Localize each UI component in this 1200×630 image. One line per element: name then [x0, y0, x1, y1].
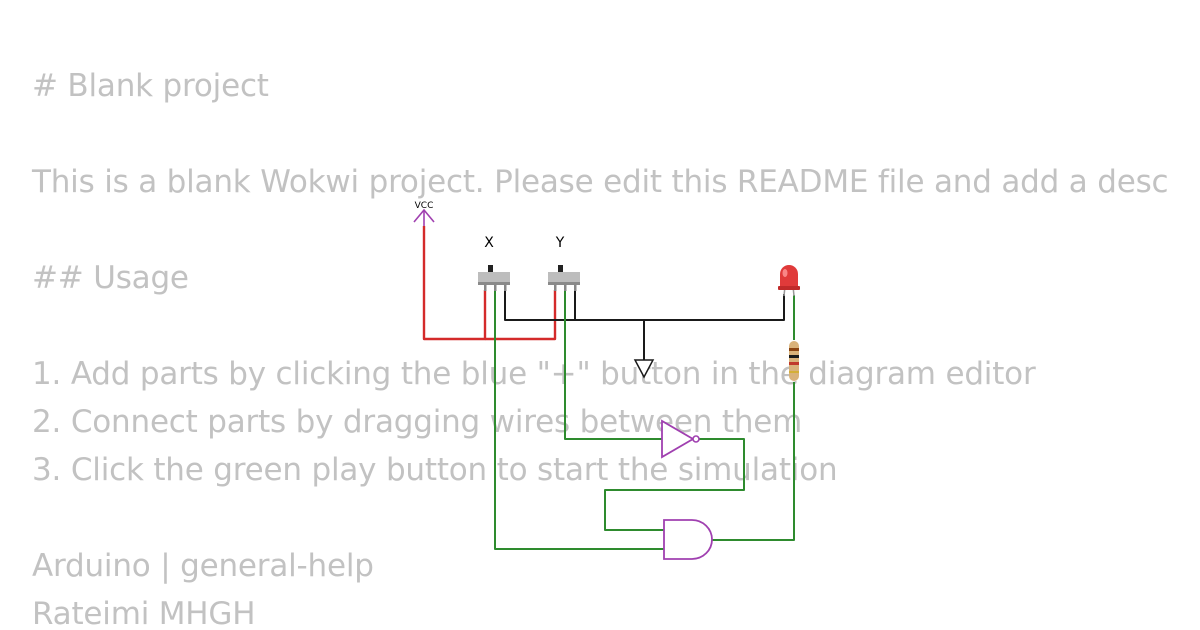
power-wire[interactable] — [422, 226, 557, 341]
resistor-icon[interactable] — [789, 341, 799, 381]
switch-y-label: Y — [555, 235, 565, 251]
readme-step-3: 3. Click the green play button to start … — [32, 452, 838, 488]
vcc-label: VCC — [415, 201, 434, 211]
readme-panel: # Blank project This is a blank Wokwi pr… — [32, 68, 1168, 630]
readme-author: Rateimi MHGH — [32, 596, 256, 630]
readme-intro: This is a blank Wokwi project. Please ed… — [32, 164, 1168, 200]
and-gate-icon[interactable] — [663, 519, 713, 560]
ground-wire[interactable] — [504, 290, 785, 360]
switch-x[interactable]: X — [478, 235, 510, 291]
signal-wire[interactable] — [494, 290, 795, 550]
led-icon[interactable] — [778, 265, 800, 297]
readme-step-1: 1. Add parts by clicking the blue "+" bu… — [32, 356, 1036, 392]
switch-y[interactable]: Y — [548, 235, 580, 291]
readme-heading: # Blank project — [32, 68, 269, 104]
ground-symbol-icon[interactable] — [633, 359, 655, 379]
readme-tags: Arduino | general-help — [32, 548, 374, 584]
vcc-arrow-icon[interactable]: VCC — [413, 201, 435, 230]
not-gate-icon[interactable] — [661, 419, 700, 459]
switch-x-label: X — [484, 235, 494, 251]
readme-usage-heading: ## Usage — [32, 260, 189, 296]
